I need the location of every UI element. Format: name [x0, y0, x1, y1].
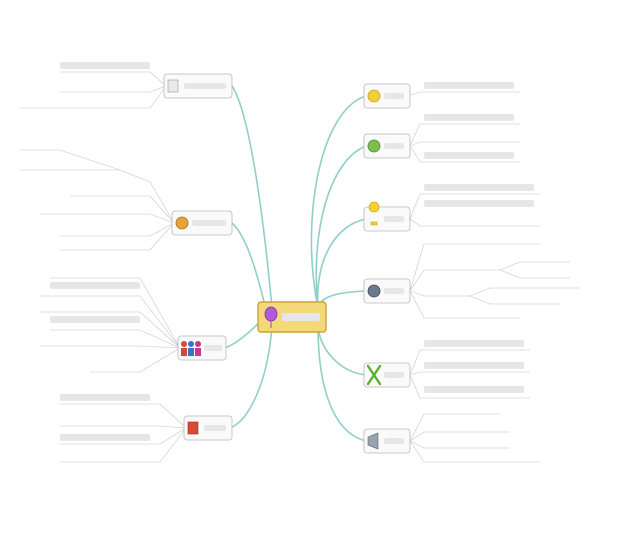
sad-face-icon — [367, 139, 381, 153]
leaf-text — [60, 434, 150, 441]
connector-b9 — [231, 222, 267, 311]
leaf-line — [60, 427, 187, 463]
leaf-line — [409, 371, 530, 376]
leaf-line — [409, 123, 520, 147]
branch-node-b2 — [363, 133, 411, 159]
connector-b3 — [316, 218, 367, 309]
leaf-line — [409, 218, 540, 227]
leaf-line — [40, 345, 181, 349]
leaf-line — [40, 295, 181, 349]
branch-node-b9 — [171, 210, 233, 236]
leaf-lines-right — [407, 91, 580, 463]
leaf-line — [60, 427, 187, 445]
leaf-text — [424, 114, 514, 121]
leaf-line — [409, 440, 510, 449]
leaf-text — [424, 362, 524, 369]
leaf-text — [60, 62, 150, 69]
leaf-line — [60, 403, 187, 429]
leaf-line — [40, 311, 181, 349]
leaf-text — [60, 394, 150, 401]
leaf-line — [409, 440, 540, 463]
leaf-line — [60, 71, 167, 87]
leaf-line — [407, 91, 520, 97]
leaf-line — [409, 431, 510, 442]
branch-node-b10 — [163, 73, 233, 99]
leaf-line — [20, 169, 175, 224]
leaf-line — [40, 213, 175, 224]
lemon-icon — [367, 89, 381, 103]
leaf-text — [424, 152, 514, 159]
money-bag-icon — [175, 216, 189, 230]
leaf-line — [499, 269, 570, 279]
leaf-line — [409, 145, 520, 163]
leaf-line — [469, 295, 560, 305]
connector-b6 — [317, 325, 367, 442]
leaf-line — [90, 347, 181, 373]
leaf-text-placeholders — [50, 62, 534, 441]
connector-b10 — [231, 85, 273, 309]
leaf-line — [409, 290, 520, 319]
leaf-line — [409, 193, 540, 220]
branch-node-b3 — [363, 201, 411, 232]
branch-node-b6 — [363, 428, 411, 454]
megaphone-icon — [367, 432, 379, 450]
leaf-line — [409, 287, 580, 297]
leaf-line — [20, 85, 167, 109]
leaf-line — [409, 261, 570, 292]
competition-icon — [187, 421, 199, 435]
leaf-line — [409, 349, 530, 376]
leaf-line — [60, 85, 167, 93]
branch-node-b7 — [183, 415, 233, 441]
leaf-line — [20, 149, 121, 171]
leaf-text — [424, 184, 534, 191]
leaf-text — [424, 340, 524, 347]
runner-icon — [366, 364, 382, 386]
branch-node-b5 — [363, 362, 411, 388]
status-icon — [167, 79, 179, 93]
leaf-line — [60, 425, 187, 429]
balloon-icon — [264, 306, 278, 328]
branch-node-b4 — [363, 278, 411, 304]
leaf-line — [60, 222, 175, 251]
leaf-line — [409, 413, 500, 442]
leaf-text — [424, 386, 524, 393]
leaf-text — [50, 282, 140, 289]
branch-node-b8 — [177, 335, 227, 361]
branch-connectors — [223, 85, 367, 442]
leaf-line — [409, 141, 520, 147]
leaf-line — [409, 374, 530, 399]
leaf-line — [50, 277, 181, 349]
connector-b5 — [317, 325, 367, 376]
connector-b2 — [315, 145, 367, 309]
leaf-line — [50, 329, 181, 349]
gear-icon — [367, 284, 381, 298]
leaf-text — [424, 200, 534, 207]
center-node — [257, 301, 327, 333]
leaf-line — [70, 195, 175, 224]
connector-b1 — [310, 95, 367, 309]
leaf-lines-left — [20, 71, 187, 463]
team-icon — [181, 341, 201, 356]
connector-b7 — [229, 325, 273, 429]
branch-node-b1 — [363, 83, 411, 109]
leaf-line — [60, 222, 175, 237]
light-bulb-icon — [368, 201, 380, 226]
leaf-text — [424, 82, 514, 89]
leaf-line — [409, 243, 540, 292]
leaf-text — [50, 316, 140, 323]
